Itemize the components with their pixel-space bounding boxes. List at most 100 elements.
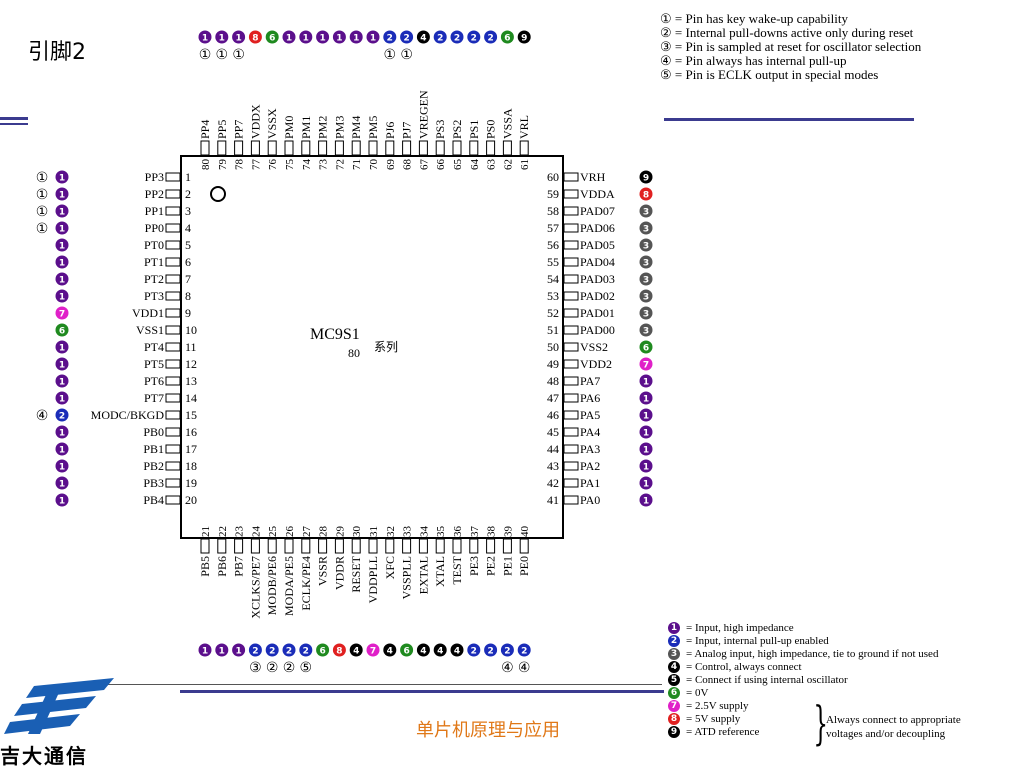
pin-number: 78 (234, 159, 246, 171)
pin-number: 57 (547, 221, 559, 235)
pin-lead (502, 538, 512, 554)
pin-code-label: 9 (521, 34, 527, 44)
pin-code-dot (215, 643, 229, 657)
pin-code-label: 2 (387, 34, 393, 44)
pin-name: PA6 (580, 391, 600, 405)
pin-code-dot (639, 272, 653, 286)
legend-key-4: ④ (660, 53, 672, 68)
pin-code-label: 2 (252, 647, 258, 657)
pin-name: VDDR (332, 556, 346, 590)
pin-lead (563, 376, 579, 386)
pin-number: 10 (185, 323, 197, 337)
pin-code-dot (639, 255, 653, 269)
pin-lead (418, 538, 428, 554)
pin-number: 72 (334, 159, 346, 170)
pin-number: 48 (547, 374, 559, 388)
pin-lead (334, 140, 344, 156)
legend-key-5: ⑤ (660, 67, 672, 82)
pin-key-label: ① (232, 47, 245, 63)
legend-text-4: = Pin always has internal pull-up (674, 53, 847, 68)
pin-code-label: 1 (202, 647, 208, 657)
pin-number: 32 (385, 526, 397, 537)
pin-number: 6 (185, 255, 191, 269)
pin-number: 21 (200, 526, 212, 537)
pin-code-label: 1 (59, 225, 65, 235)
pin-code-dot (55, 374, 69, 388)
pin-name: PAD04 (580, 255, 615, 269)
pin-number: 38 (486, 526, 498, 538)
pin-number: 53 (547, 289, 559, 303)
pin-code-dot (639, 204, 653, 218)
pin-number: 60 (547, 170, 559, 184)
pin-code-dot (55, 170, 69, 184)
pin-name: PAD00 (580, 323, 615, 337)
pin-number: 4 (185, 221, 191, 235)
pin-code-dot (55, 425, 69, 439)
pin-number: 55 (547, 255, 559, 269)
pin-number: 25 (267, 526, 279, 538)
pin-number: 28 (318, 526, 330, 538)
pin-code-label: 1 (59, 361, 65, 371)
pin-lead (563, 257, 579, 267)
pin-lead (234, 140, 244, 156)
pin-code-dot (500, 30, 514, 44)
pin-code-label: 7 (59, 310, 65, 320)
pin-number: 5 (185, 238, 191, 252)
pin-number: 13 (185, 374, 197, 388)
bottom-legend-row: 1= Input, high impedance (668, 622, 938, 635)
pin-number: 37 (469, 526, 481, 538)
pin-lead (418, 140, 428, 156)
pin-number: 52 (547, 306, 559, 320)
pin-code-dot (215, 30, 229, 44)
pin-code-label: 6 (504, 34, 510, 44)
pin-key-label: ④ (501, 660, 514, 676)
pin-code-dot (450, 643, 464, 657)
pin-code-dot (55, 255, 69, 269)
legend-dot-7: 7 (668, 700, 680, 713)
pin-code-label: 2 (286, 647, 292, 657)
pin-name: PA5 (580, 408, 600, 422)
pin-name: PA7 (580, 374, 600, 388)
pin-code-dot (282, 30, 296, 44)
pin-code-label: 2 (521, 647, 527, 657)
pin-name: PS0 (484, 120, 498, 139)
pin-key-label: ④ (36, 408, 49, 424)
pin-number: 43 (547, 459, 559, 473)
top-legend-row: ⑤ = Pin is ECLK output in special modes (660, 68, 921, 82)
pin-lead (284, 538, 294, 554)
pin-code-dot (332, 30, 346, 44)
pin-lead (250, 538, 260, 554)
pin-name: PP5 (215, 120, 229, 139)
pin-code-label: 3 (643, 293, 649, 303)
pin-name: PJ6 (383, 122, 397, 139)
pin-number: 71 (351, 159, 363, 170)
legend-dot-2: 2 (668, 635, 680, 648)
pin-key-label: ① (216, 47, 229, 63)
pin-number: 24 (250, 526, 262, 538)
pin-key-label: ① (36, 170, 49, 186)
pin-lead (165, 461, 181, 471)
pin-number: 54 (547, 272, 559, 286)
pin-lead (563, 240, 579, 250)
pin-lead (217, 538, 227, 554)
pin-code-label: 1 (59, 293, 65, 303)
pin-code-label: 1 (59, 174, 65, 184)
pin-code-label: 3 (643, 310, 649, 320)
pin-number: 45 (547, 425, 559, 439)
legend-text-2: = Internal pull-downs active only during… (674, 25, 914, 40)
pin-lead (502, 140, 512, 156)
pin-name: PE1 (500, 556, 514, 576)
pin-code-label: 1 (353, 34, 359, 44)
pin-number: 18 (185, 459, 197, 473)
pin-code-dot (55, 238, 69, 252)
pin-code-dot (484, 30, 498, 44)
pin-number: 73 (318, 159, 330, 171)
pin-number: 50 (547, 340, 559, 354)
pin-code-label: 1 (219, 34, 225, 44)
divider-bottom-thin (96, 684, 662, 685)
pin-key-label: ① (400, 47, 413, 63)
pin-code-dot (55, 391, 69, 405)
pin-name: ECLK/PE4 (299, 556, 313, 611)
pin-code-dot (639, 323, 653, 337)
pin-code-label: 7 (370, 647, 376, 657)
